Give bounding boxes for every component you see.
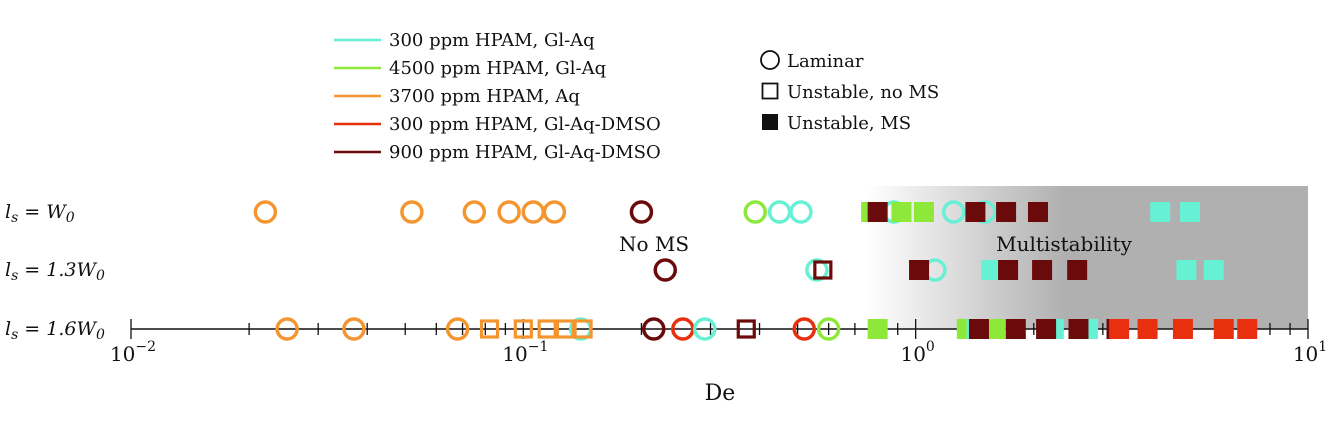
point-laminar bbox=[275, 317, 299, 341]
point-unstable-ms bbox=[1032, 260, 1053, 280]
point-laminar bbox=[767, 200, 792, 224]
point-unstable-ms bbox=[968, 319, 989, 339]
point-unstable-ms bbox=[1027, 202, 1048, 222]
legend-marker bbox=[760, 50, 780, 70]
legend-label: Unstable, MS bbox=[787, 113, 911, 134]
point-unstable-ms bbox=[1172, 319, 1193, 339]
point-unstable-ms bbox=[981, 260, 1002, 280]
point-unstable-no-ms bbox=[813, 260, 833, 280]
legend-label: 4500 ppm HPAM, Gl-Aq bbox=[389, 58, 606, 79]
point-unstable-no-ms bbox=[537, 319, 557, 339]
tick-label: 100 bbox=[900, 339, 934, 366]
point-unstable-no-ms bbox=[479, 319, 500, 339]
point-unstable-ms bbox=[1109, 319, 1130, 339]
point-unstable-no-ms bbox=[736, 319, 756, 339]
point-laminar bbox=[792, 317, 816, 341]
point-laminar bbox=[642, 317, 666, 341]
point-unstable-ms bbox=[965, 202, 986, 222]
point-unstable-ms bbox=[1036, 319, 1057, 339]
legend-marker bbox=[762, 114, 778, 130]
point-unstable-ms bbox=[1179, 202, 1200, 222]
point-laminar bbox=[805, 258, 829, 282]
point-unstable-ms bbox=[996, 202, 1017, 222]
point-laminar bbox=[789, 200, 813, 224]
legend-label: 300 ppm HPAM, Gl-Aq-DMSO bbox=[389, 114, 661, 135]
point-laminar bbox=[497, 200, 521, 224]
legend-label: 900 ppm HPAM, Gl-Aq-DMSO bbox=[389, 142, 661, 163]
point-laminar bbox=[342, 317, 366, 341]
point-unstable-ms bbox=[1068, 319, 1089, 339]
point-laminar bbox=[400, 200, 424, 224]
point-laminar bbox=[816, 317, 841, 341]
multistability-region bbox=[866, 186, 1308, 329]
tick-label: 10−2 bbox=[110, 339, 156, 366]
point-unstable-ms bbox=[1237, 319, 1258, 339]
point-unstable-ms bbox=[867, 202, 888, 222]
point-unstable-ms bbox=[1203, 260, 1224, 280]
legend: 300 ppm HPAM, Gl-Aq 4500 ppm HPAM, Gl-Aq 3… bbox=[334, 30, 661, 163]
tick-label: 101 bbox=[1293, 339, 1327, 366]
row-label: ls = 1.3W0 bbox=[5, 259, 105, 284]
point-unstable-ms bbox=[1213, 319, 1234, 339]
point-unstable-ms bbox=[867, 319, 888, 339]
point-unstable-ms bbox=[1150, 202, 1171, 222]
data-points bbox=[253, 200, 1258, 341]
point-unstable-no-ms bbox=[513, 319, 533, 339]
point-unstable-no-ms bbox=[573, 319, 593, 339]
point-unstable-ms bbox=[1176, 260, 1197, 280]
point-unstable-ms bbox=[913, 202, 934, 222]
tick-label: 10−1 bbox=[502, 339, 548, 366]
point-laminar bbox=[692, 317, 717, 341]
point-laminar bbox=[653, 258, 678, 282]
point-unstable-ms bbox=[1137, 319, 1158, 339]
point-laminar bbox=[941, 200, 966, 224]
annotation-no-ms: No MS bbox=[619, 232, 689, 256]
annotation-multistability: Multistability bbox=[996, 232, 1132, 256]
point-unstable-no-ms bbox=[555, 319, 575, 339]
point-unstable-ms bbox=[1005, 319, 1026, 339]
point-unstable-ms bbox=[998, 260, 1019, 280]
legend-label: 300 ppm HPAM, Gl-Aq bbox=[389, 30, 595, 51]
legend-label: 3700 ppm HPAM, Aq bbox=[389, 86, 580, 107]
point-laminar bbox=[521, 200, 546, 224]
row-label: ls = W0 bbox=[5, 201, 75, 226]
row-label: ls = 1.6W0 bbox=[5, 318, 105, 343]
point-laminar bbox=[542, 200, 567, 224]
legend-label: Laminar bbox=[787, 51, 864, 72]
point-laminar bbox=[445, 317, 470, 341]
point-laminar bbox=[629, 200, 654, 224]
point-unstable-ms bbox=[985, 319, 1006, 339]
legend-marker bbox=[761, 82, 779, 100]
point-laminar bbox=[671, 317, 695, 341]
point-unstable-ms bbox=[909, 260, 930, 280]
point-laminar bbox=[462, 200, 487, 224]
legend-label: Unstable, no MS bbox=[787, 82, 939, 103]
point-unstable-ms bbox=[1067, 260, 1088, 280]
row-labels: ls = W0 ls = 1.3W0 ls = 1.6W0 bbox=[5, 201, 105, 343]
point-unstable-ms bbox=[891, 202, 912, 222]
point-laminar bbox=[253, 200, 278, 224]
point-laminar bbox=[743, 200, 767, 224]
x-axis-label: De bbox=[705, 381, 736, 406]
